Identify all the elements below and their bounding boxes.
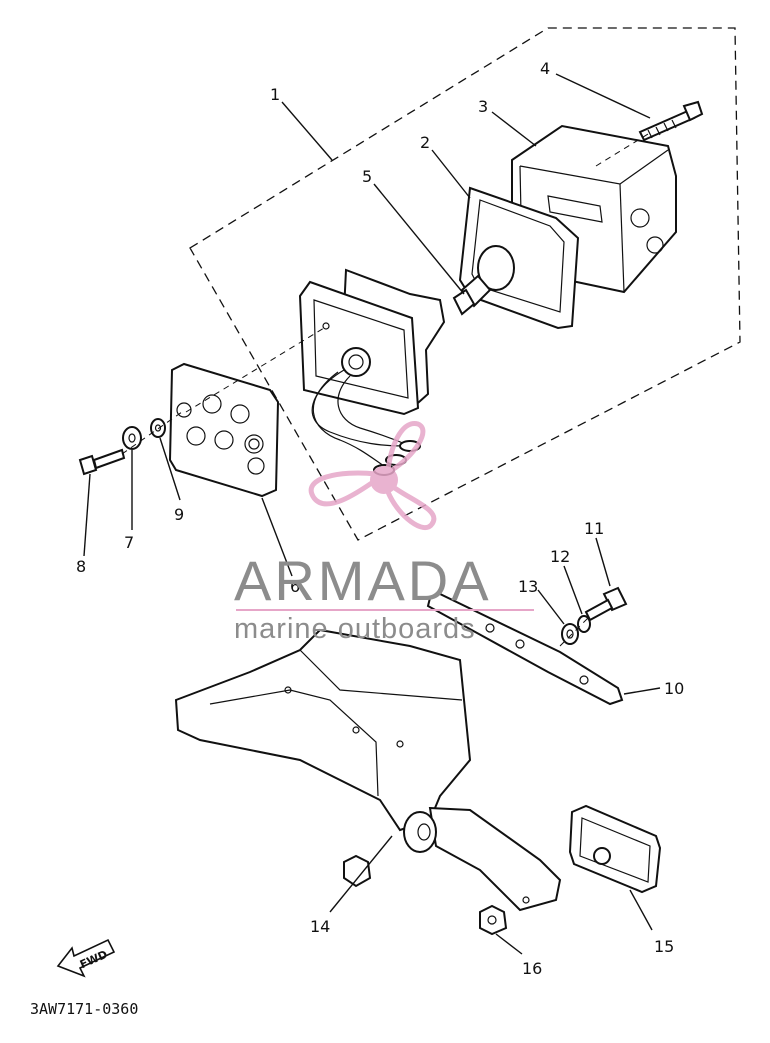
part-10-bracket: [426, 592, 624, 706]
part-15-reflector: [568, 804, 662, 894]
callout-8: 8: [76, 557, 86, 576]
propeller-logo-icon: [308, 421, 437, 531]
axis-lines: [121, 133, 649, 647]
callout-14: 14: [310, 917, 330, 936]
callout-5: 5: [362, 167, 372, 186]
part-4-screw: [638, 100, 704, 142]
leader-lines: [83, 73, 661, 955]
part-12-washer: [577, 615, 591, 633]
callout-7: 7: [124, 533, 134, 552]
assembly-boundary: [189, 27, 741, 541]
callouts: 1 2 3 4 5 6 7 8 9 10 11 12 13 14 15 16: [76, 59, 684, 978]
part-8-bolt: [78, 448, 126, 476]
part-5-bulb: [452, 245, 515, 316]
part-6-plate: [168, 362, 280, 498]
watermark-brand: ARMADA: [234, 549, 492, 612]
drawing-code: 3AW7171-0360: [30, 1000, 138, 1018]
watermark-tagline: marine outboards: [234, 613, 476, 645]
callout-6: 6: [290, 577, 300, 596]
part-2-gasket: [458, 186, 580, 330]
part-9-lock-washer: [150, 418, 166, 438]
part-14-nut: [343, 854, 372, 888]
callout-9: 9: [174, 505, 184, 524]
callout-10: 10: [664, 679, 684, 698]
callout-4: 4: [540, 59, 550, 78]
fwd-arrow: FWD: [56, 938, 116, 978]
part-7-washer: [122, 426, 142, 450]
part-13-washer: [561, 623, 579, 645]
part-11-bolt: [584, 586, 628, 622]
part-16-nut: [479, 904, 508, 936]
callout-13: 13: [518, 577, 538, 596]
callout-15: 15: [654, 937, 674, 956]
fender-bracket: [174, 628, 562, 912]
callout-2: 2: [420, 133, 430, 152]
callout-1: 1: [270, 85, 280, 104]
callout-3: 3: [478, 97, 488, 116]
lamp-base: [298, 268, 446, 476]
callout-12: 12: [550, 547, 570, 566]
callout-11: 11: [584, 519, 604, 538]
callout-16: 16: [522, 959, 542, 978]
